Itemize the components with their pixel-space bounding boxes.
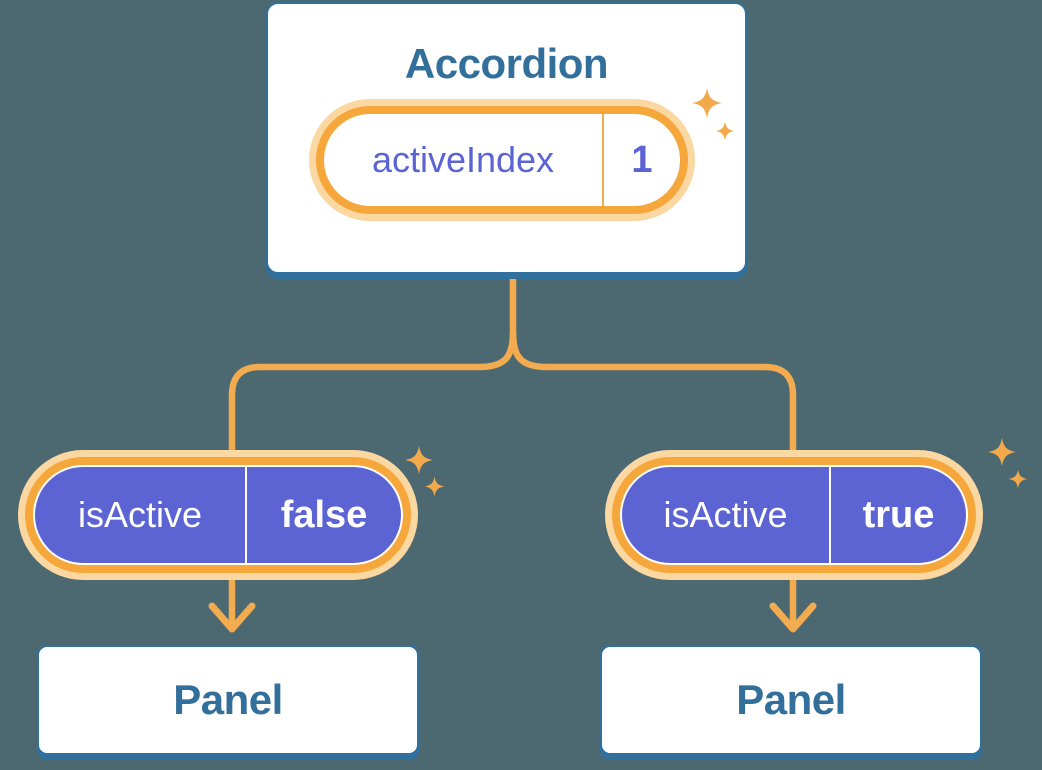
prop-pill-right-value: true [862, 493, 935, 536]
panel-card-right: Panel [600, 645, 982, 755]
state-pill-value: 1 [631, 138, 653, 181]
state-pill: activeIndex 1 [316, 106, 688, 214]
panel-left-label: Panel [173, 676, 283, 723]
accordion-title: Accordion [404, 40, 609, 87]
connector-branch-left [228, 331, 517, 520]
panel-right-label: Panel [736, 676, 846, 723]
prop-pill-left-divider [245, 467, 247, 563]
prop-pill-left: isActive false [33, 465, 403, 565]
sparkle-icon [1008, 469, 1028, 489]
arrow-head-right-icon [769, 602, 817, 633]
sparkle-icon [692, 88, 722, 118]
prop-pill-left-label: isActive [77, 494, 203, 535]
connector-branch-right [509, 331, 797, 520]
sparkle-icon [404, 445, 434, 475]
arrow-head-left-icon [208, 602, 256, 633]
sparkle-icon [987, 437, 1017, 467]
prop-pill-left-value: false [280, 493, 368, 536]
state-pill-divider [602, 114, 604, 206]
prop-pill-right: isActive true [620, 465, 968, 565]
prop-pill-right-divider [829, 467, 831, 563]
panel-card-left: Panel [37, 645, 419, 755]
sparkle-icon [424, 476, 445, 497]
accordion-card: Accordion activeIndex 1 [266, 2, 747, 274]
prop-pill-right-label: isActive [663, 494, 788, 535]
state-pill-label: activeIndex [371, 139, 555, 180]
sparkle-icon [715, 121, 735, 141]
